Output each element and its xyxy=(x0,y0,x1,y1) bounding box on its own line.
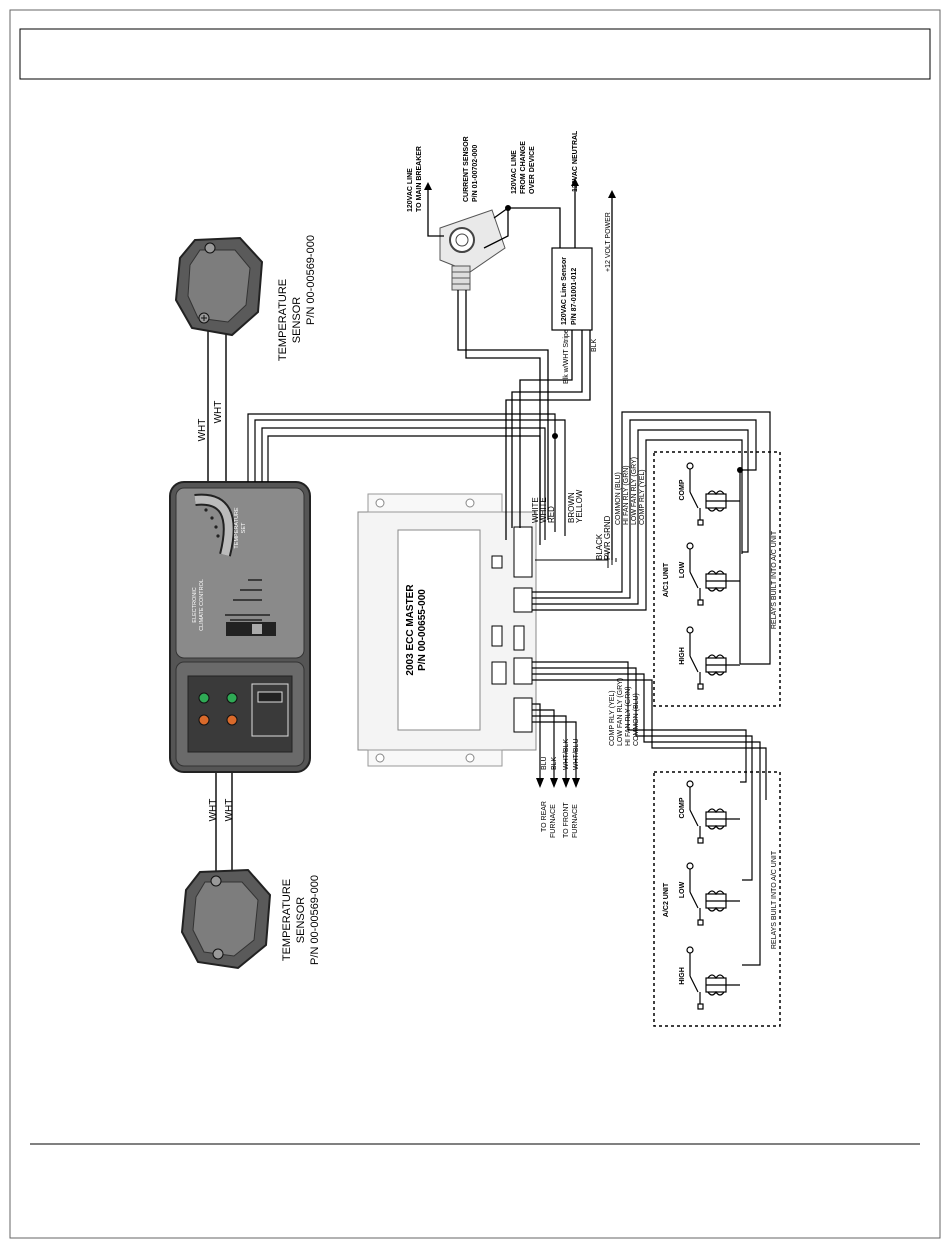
ac2-comp: COMP RLY (YEL) xyxy=(609,690,616,746)
blk-label: BLK xyxy=(591,338,598,352)
ac1-common: COMMON (BLU) xyxy=(615,472,622,525)
ac1-relay-low: LOW xyxy=(679,561,686,578)
header-box xyxy=(19,28,931,80)
furnace-wht-blu: WHT/BLU xyxy=(573,739,580,771)
ecc-part: P/N 00-00655-000 xyxy=(417,589,428,671)
sensor-top-title: TEMPERATURE xyxy=(277,279,289,361)
sensor-top-wires xyxy=(207,330,227,490)
wire-brown: BROWN xyxy=(567,492,576,523)
furnace-blk: BLK xyxy=(551,756,558,770)
line-main-1: 120VAC LINE xyxy=(407,168,414,212)
wire-white-2: WHITE xyxy=(539,497,548,523)
sensor-bottom-label: SENSOR xyxy=(295,897,307,944)
ecc-title: 2003 ECC MASTER xyxy=(405,584,416,676)
rear-furnace-2: FURNACE xyxy=(550,804,557,838)
ac1-note: RELAYS BUILT INTO A/C UNIT xyxy=(771,530,778,629)
current-sensor xyxy=(439,209,506,291)
ac2-hi-fan: HI FAN RLY (GRN) xyxy=(625,686,632,746)
furnace-blu: BLU xyxy=(541,756,548,770)
ac1-unit-label: A/C1 UNIT xyxy=(663,562,670,597)
line-change-2: FROM CHANGE xyxy=(520,141,527,194)
sensor-top-label: SENSOR xyxy=(291,297,303,344)
line-change-3: OVER DEVICE xyxy=(529,146,536,194)
arrowheads xyxy=(424,178,616,198)
ecc-master-module xyxy=(357,493,537,767)
wht-label-bottom-1: WHT xyxy=(208,799,219,822)
sensor-bottom-wires xyxy=(215,770,233,880)
wire-white-1: WHITE xyxy=(531,497,540,523)
ac2-relay-low: LOW xyxy=(679,881,686,898)
ac2-unit-label: A/C2 UNIT xyxy=(663,882,670,917)
current-sensor-part: P/N 01-00702-000 xyxy=(472,145,479,202)
page-border xyxy=(9,9,941,1239)
wire-yellow: YELLOW xyxy=(575,489,584,523)
wire-pwr-grnd: PWR GRND xyxy=(603,515,612,560)
front-furnace-2: FURNACE xyxy=(572,804,579,838)
front-furnace-1: TO FRONT xyxy=(563,802,570,838)
sensor-bottom-part: P/N 00-00569-000 xyxy=(309,875,321,965)
wire-red: RED xyxy=(547,506,556,523)
ac2-relay-high: HIGH xyxy=(679,967,686,985)
panel-temp-2: SET xyxy=(241,522,247,533)
line-sensor-part: P/N 87-01001-012 xyxy=(571,268,578,325)
climate-control-panel xyxy=(169,481,311,773)
furnace-arrows xyxy=(536,778,580,788)
neutral-label: 120VAC NEUTRAL xyxy=(572,130,579,192)
volt12-label: +12 VOLT POWER xyxy=(605,212,612,272)
line-change-1: 120VAC LINE xyxy=(511,150,518,194)
wht-label-top-2: WHT xyxy=(213,401,224,424)
wht-label-top-1: WHT xyxy=(197,419,208,442)
ac2-low-fan: LOW FAN RLY (GRY) xyxy=(617,678,624,746)
line-main-2: TO MAIN BREAKER xyxy=(416,146,423,212)
ac1-comp: COMP RLY (YEL) xyxy=(639,469,646,525)
line-sensor-title: 120VAC Line Sensor xyxy=(561,257,568,325)
sensor-bottom-title: TEMPERATURE xyxy=(281,879,293,961)
ac2-wires xyxy=(532,661,767,966)
ac1-junction xyxy=(737,467,743,473)
ac2-common: COMMON (BLU) xyxy=(633,693,640,746)
ac2-note: RELAYS BUILT INTO A/C UNIT xyxy=(771,850,778,949)
current-sensor-title: CURRENT SENSOR xyxy=(463,136,470,202)
wht-label-bottom-2: WHT xyxy=(224,799,235,822)
ac2-unit-box xyxy=(653,771,781,1027)
panel-brand-2: CLIMATE CONTROL xyxy=(199,579,205,631)
blk-wht-stripe-label: Blk w/WHT Stripe xyxy=(563,329,570,384)
ac1-unit-box xyxy=(653,451,781,707)
sensor-top-part: P/N 00-00569-000 xyxy=(305,235,317,325)
top-wires xyxy=(427,184,613,560)
furnace-wht-blk: WHT/BLK xyxy=(563,739,570,770)
ac1-relay-comp: COMP xyxy=(679,479,686,500)
ac1-relays xyxy=(686,462,741,690)
ac1-low-fan: LOW FAN RLY (GRY) xyxy=(631,457,638,525)
line-sensor-box xyxy=(551,247,593,331)
ac1-relay-high: HIGH xyxy=(679,647,686,665)
panel-temp-1: TEMPERATURE xyxy=(234,507,240,548)
furnace-wires xyxy=(532,703,577,780)
temperature-sensor-top xyxy=(174,236,264,337)
ac2-relays xyxy=(686,780,740,1010)
temperature-sensor-bottom xyxy=(180,868,272,970)
wire-black: BLACK xyxy=(595,533,604,560)
ac2-relay-comp: COMP xyxy=(679,797,686,818)
junction-dots xyxy=(505,205,558,439)
ac1-hi-fan: HI FAN RLY (GRN) xyxy=(623,465,630,525)
ac1-wires xyxy=(532,411,771,665)
rear-furnace-1: TO REAR xyxy=(541,801,548,832)
panel-brand-1: ELECTRONIC xyxy=(192,587,198,622)
